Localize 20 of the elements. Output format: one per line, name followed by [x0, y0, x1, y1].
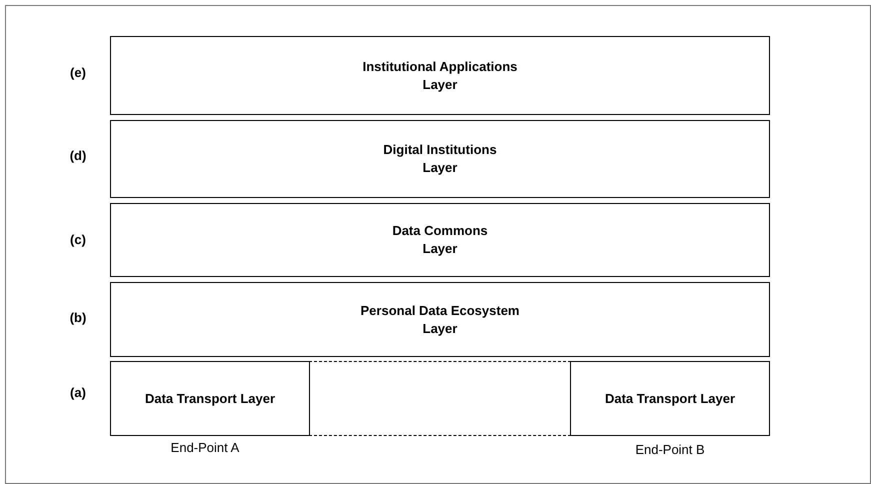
- layer-label: (b): [68, 310, 88, 325]
- layer-name: Personal Data Ecosystem Layer: [360, 302, 520, 338]
- layer-box: [110, 361, 310, 436]
- layer-name: Data Transport Layer: [604, 390, 736, 408]
- endpoint-label: End-Point B: [635, 442, 705, 457]
- layer-box: [570, 361, 770, 436]
- layer-name: Digital Institutions Layer: [382, 141, 498, 177]
- layer-box: [110, 120, 770, 198]
- layer-label: (e): [69, 65, 87, 80]
- dashed-gap-box: [309, 361, 571, 436]
- layer-box: [110, 203, 770, 277]
- layer-label: (a): [69, 385, 87, 400]
- layer-box: [110, 36, 770, 115]
- layer-box: [110, 282, 770, 357]
- layer-label: (c): [69, 232, 87, 247]
- layer-name: Data Commons Layer: [391, 222, 489, 258]
- endpoint-label: End-Point A: [170, 440, 240, 455]
- layer-name: Data Transport Layer: [144, 390, 276, 408]
- layer-label: (d): [68, 148, 88, 163]
- layer-name: Institutional Applications Layer: [362, 58, 518, 94]
